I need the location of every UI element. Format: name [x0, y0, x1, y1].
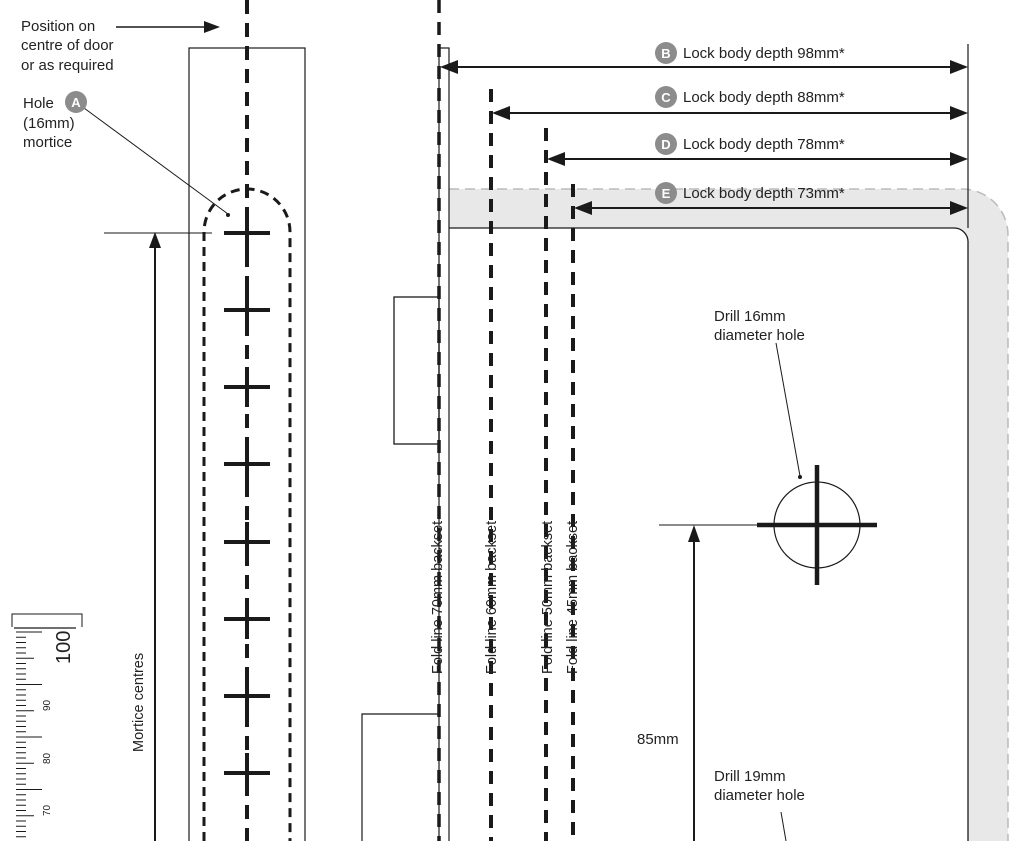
- badge-c: [655, 86, 677, 108]
- fold-label-45: Fold line 45mm backset: [565, 521, 581, 674]
- depth-arrow-b: [440, 60, 968, 74]
- hole-leader-dot: [226, 213, 230, 217]
- ruler-label-100: 100: [53, 631, 75, 664]
- mortice-cross: [224, 367, 270, 407]
- door-fold-band-outline: [449, 188, 1009, 841]
- drill16-leader-dot: [798, 475, 802, 479]
- badge-b-letter: B: [661, 46, 670, 61]
- mortice-crosses: [224, 213, 270, 793]
- mortice-cross: [224, 676, 270, 716]
- depth-arrow-e: [574, 201, 968, 215]
- hole-label: Hole: [23, 95, 54, 112]
- drill16-label-line2: diameter hole: [714, 327, 805, 344]
- fold-label-60: Fold line 60mm backset: [484, 521, 500, 674]
- mortice-cross: [224, 290, 270, 330]
- depth-label-b: Lock body depth 98mm*: [683, 45, 845, 62]
- door-face-edge: [449, 227, 969, 841]
- ruler: 100 90 80 70: [11, 613, 83, 838]
- badge-d-letter: D: [661, 137, 670, 152]
- latch-faceplate-outline: [393, 296, 440, 445]
- drill19-label-line2: diameter hole: [714, 787, 805, 804]
- badge-d: [655, 133, 677, 155]
- position-label-line3: or as required: [21, 57, 114, 74]
- mortice-slot-outline: [202, 187, 292, 841]
- fold-label-70: Fold line 70mm backset: [430, 521, 446, 674]
- depth-label-d: Lock body depth 78mm*: [683, 136, 845, 153]
- drill16-label-line1: Drill 16mm: [714, 308, 786, 325]
- ruler-label-80: 80: [42, 752, 53, 764]
- mortice-centres-label: Mortice centres: [131, 653, 147, 752]
- badge-e: [655, 182, 677, 204]
- badge-e-letter: E: [662, 186, 671, 201]
- drill19-label-line1: Drill 19mm: [714, 768, 786, 785]
- dimension-85mm: [659, 524, 757, 841]
- hole-leader-line: [83, 107, 229, 215]
- depth-arrow-d: [547, 152, 968, 166]
- mortice-cross: [224, 213, 270, 253]
- drill-16mm-target: [757, 465, 877, 585]
- mortice-cross: [224, 753, 270, 793]
- ruler-label-70: 70: [42, 804, 53, 816]
- drill16-leader: [775, 342, 801, 477]
- badge-c-letter: C: [661, 90, 671, 105]
- position-label-line2: centre of door: [21, 37, 114, 54]
- position-label-line1: Position on: [21, 18, 95, 35]
- mortice-cross: [224, 599, 270, 639]
- depth-arrow-c: [492, 106, 968, 120]
- ruler-label-90: 90: [42, 699, 53, 711]
- depth-label-e: Lock body depth 73mm*: [683, 185, 845, 202]
- hole-mortice-label: mortice: [23, 134, 72, 151]
- lower-faceplate-outline: [361, 713, 439, 841]
- badge-a: [65, 91, 87, 113]
- hole-size-label: (16mm): [23, 115, 75, 132]
- drill19-leader: [780, 811, 787, 841]
- position-arrow: [116, 21, 220, 33]
- fold-label-50: Fold line 50mm backset: [540, 521, 556, 674]
- door-fold-band: [449, 189, 1008, 841]
- badge-b: [655, 42, 677, 64]
- depth-label-c: Lock body depth 88mm*: [683, 89, 845, 106]
- mortice-centres-dimension: [104, 232, 212, 841]
- ruler-ticks: [16, 631, 42, 838]
- badge-a-letter: A: [71, 95, 81, 110]
- mortice-cross: [224, 522, 270, 562]
- dimension-85mm-label: 85mm: [637, 731, 679, 748]
- mortice-cross: [224, 444, 270, 484]
